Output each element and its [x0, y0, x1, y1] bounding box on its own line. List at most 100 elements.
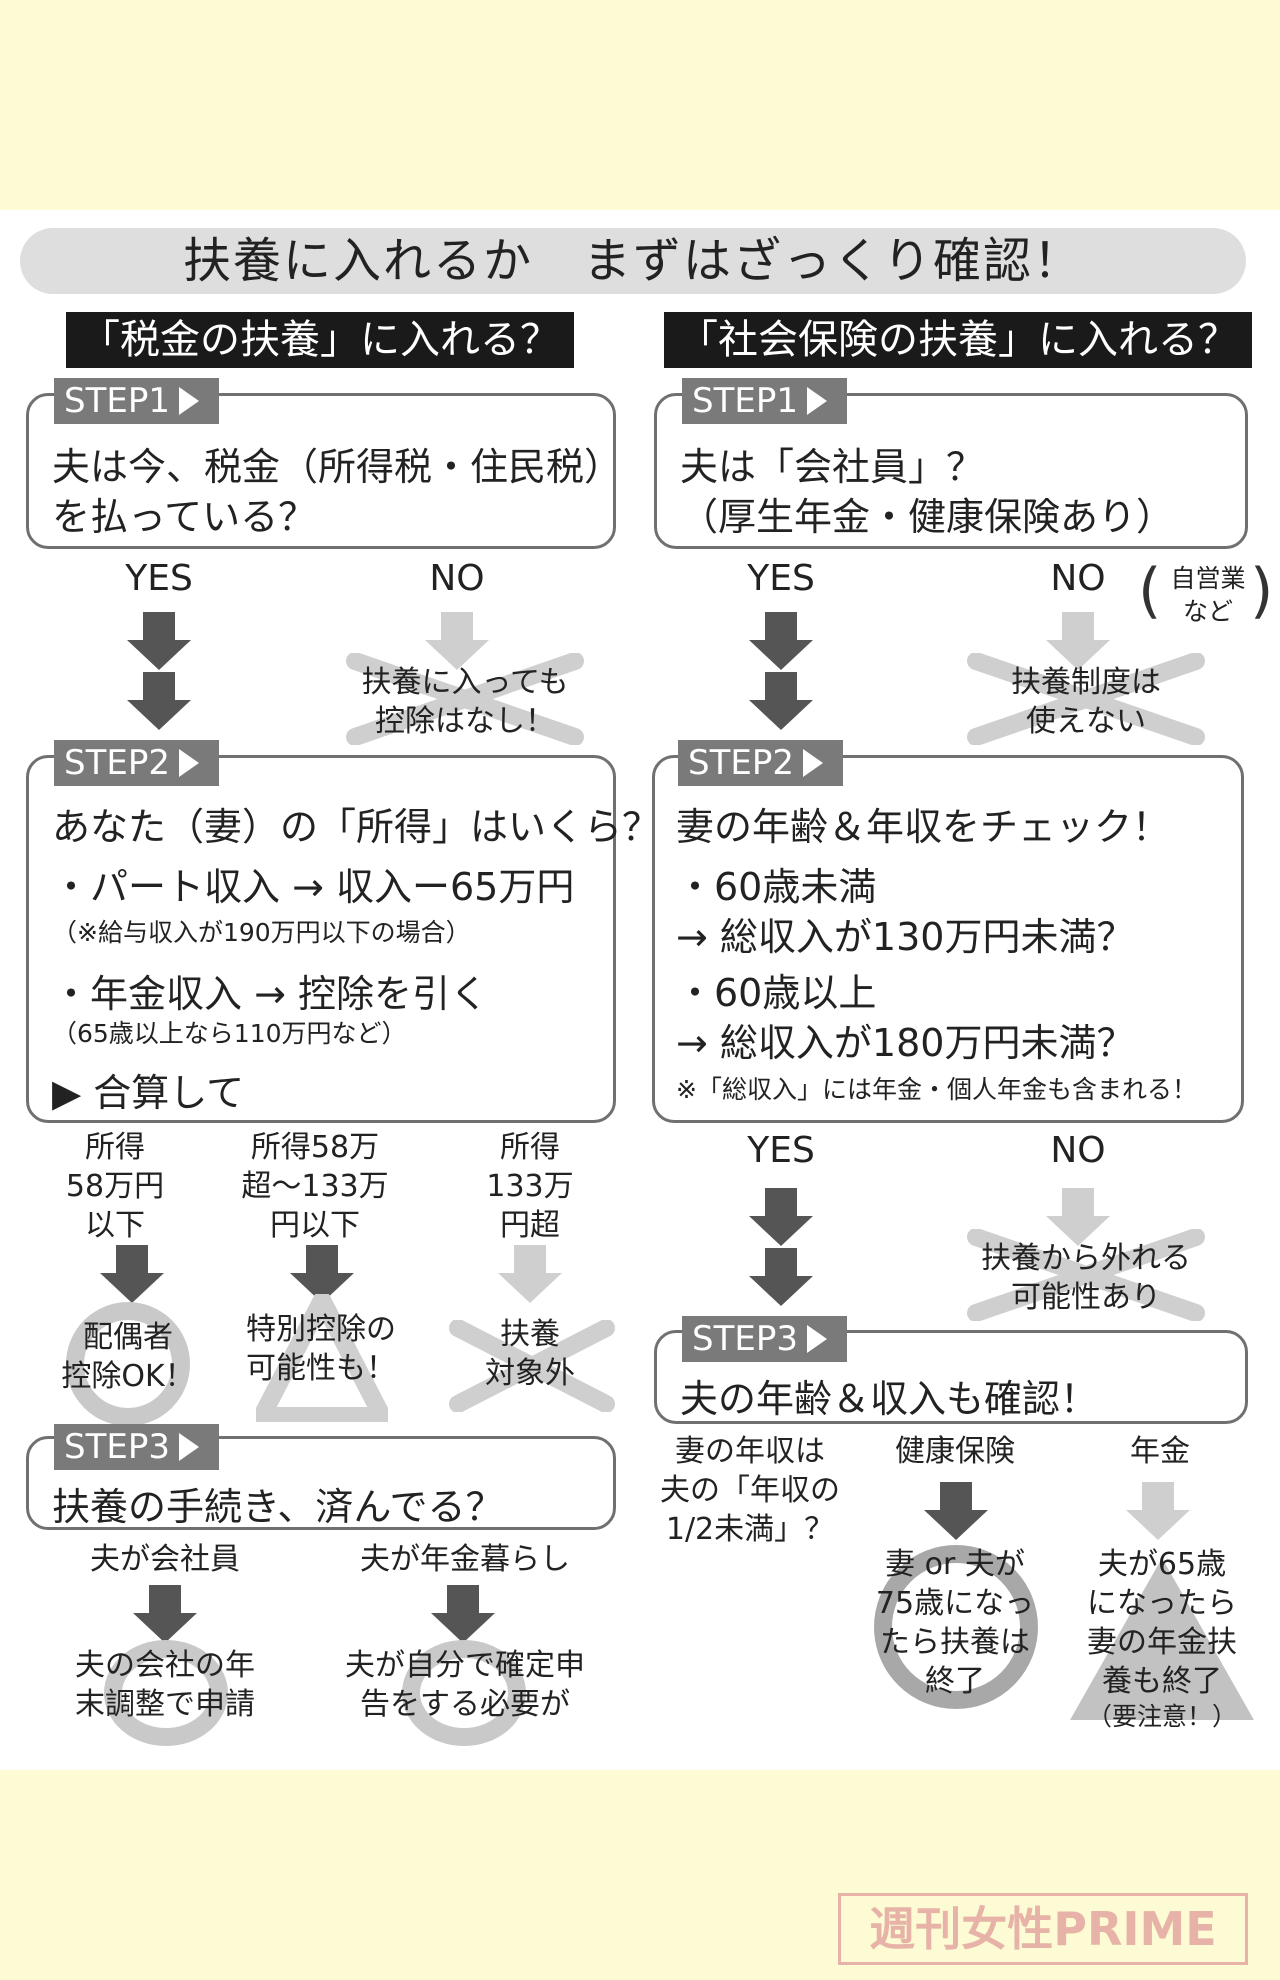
title-pill — [20, 228, 1246, 294]
left-heading: 「税金の扶養」に入れる？ — [66, 312, 574, 368]
outcome-1-label: 夫が会社員 — [90, 1542, 240, 1577]
outcome-2-arrow — [431, 1585, 495, 1645]
right-yes-arrow-1 — [749, 612, 813, 672]
right-col1-line3: 1/2未満」？ — [665, 1512, 835, 1547]
play-icon — [179, 749, 199, 777]
right-no2-arrow — [1046, 1188, 1110, 1248]
left-step3-badge: STEP3 — [54, 1424, 219, 1470]
triangle-icon — [1070, 1558, 1254, 1720]
right-step2-line6: ※「総収入」には年金・個人年金も含まれる！ — [676, 1075, 1197, 1104]
left-step2-line5: （65歳以上なら110万円など） — [52, 1019, 407, 1048]
step-label: STEP3 — [692, 1319, 798, 1359]
right-col3-label: 年金 — [1130, 1434, 1190, 1469]
right-col2-result-line3: たら扶養は — [880, 1625, 1030, 1660]
left-step2-line1: あなた（妻）の「所得」はいくら？ — [52, 805, 661, 849]
cross-icon — [967, 653, 1205, 745]
right-col2-arrow — [924, 1482, 988, 1542]
right-col3-result-line1: 夫が65歳 — [1097, 1547, 1227, 1582]
left-yes-arrow-1 — [127, 612, 191, 672]
left-step3-box — [26, 1436, 616, 1530]
right-col3-result-line5: （要注意！） — [1086, 1702, 1237, 1731]
step-label: STEP2 — [688, 743, 794, 783]
step-label: STEP2 — [64, 743, 170, 783]
right-step2-line1: 妻の年齢＆年収をチェック！ — [676, 805, 1171, 849]
left-yes-arrow-2 — [127, 672, 191, 732]
paren-close: ) — [1250, 556, 1274, 626]
page-title: 扶養に入れるか まずはざっくり確認！ — [182, 233, 1083, 289]
right-col3-result-line4: 養も終了 — [1102, 1664, 1222, 1699]
left-no-result-line2: 控除はなし！ — [375, 704, 555, 739]
outcome-1-arrow — [133, 1585, 197, 1645]
outcome-2-result-line2: 告をする必要が — [360, 1687, 570, 1722]
right-col1-line2: 夫の「年収の — [660, 1473, 840, 1508]
right-step2-line2: ・60歳未満 — [676, 865, 877, 909]
right-no-result: 扶養制度は使えない — [966, 663, 1206, 741]
right-heading: 「社会保険の扶養」に入れる？ — [664, 312, 1252, 368]
left-step1-badge: STEP1 — [54, 378, 219, 424]
right-no2-label: NO — [1050, 1130, 1106, 1171]
step-label: STEP1 — [692, 381, 798, 421]
right-col1-text: 妻の年収は夫の「年収の 1/2未満」？ — [660, 1432, 840, 1549]
cross-icon — [449, 1320, 615, 1412]
left-no-arrow — [425, 612, 489, 672]
right-no-arrow — [1046, 612, 1110, 672]
right-no2-result-line2: 可能性あり — [1011, 1280, 1161, 1315]
branch-2-label-line1: 所得58万 — [250, 1130, 380, 1165]
left-step2-line6: ▶ 合算して — [52, 1071, 245, 1115]
step-label: STEP3 — [64, 1427, 170, 1467]
left-step2-box — [26, 755, 616, 1123]
play-icon — [807, 1325, 827, 1353]
right-step3-line1: 夫の年齢＆収入も確認！ — [680, 1377, 1099, 1421]
right-step3-badge: STEP3 — [682, 1316, 847, 1362]
step-label: STEP1 — [64, 381, 170, 421]
right-col3-arrow — [1126, 1482, 1190, 1542]
outcome-2-label: 夫が年金暮らし — [360, 1542, 570, 1577]
left-step2-line4: ・年金収入 → 控除を引く — [52, 972, 488, 1016]
left-step1-line1: 夫は今、税金（所得税・住民税） — [52, 445, 623, 489]
branch-1-label-line1: 所得 — [85, 1130, 145, 1165]
left-step3-line1: 扶養の手続き、済んでる？ — [52, 1485, 504, 1529]
branch-3-arrow — [498, 1245, 562, 1305]
outcome-1-result-line2: 末調整で申請 — [75, 1687, 255, 1722]
right-col2-label: 健康保険 — [895, 1434, 1015, 1469]
cross-icon — [967, 1229, 1205, 1321]
triangle-icon — [256, 1294, 388, 1422]
left-step1-line2: を払っている？ — [52, 495, 317, 539]
right-step2-line5: → 総収入が180万円未満？ — [676, 1021, 1135, 1065]
play-icon — [807, 387, 827, 415]
branch-3-label-line2: 133万 — [486, 1169, 574, 1204]
outcome-2-result: 夫が自分で確定申告をする必要が — [335, 1646, 595, 1724]
branch-3-result-line2: 対象外 — [485, 1356, 575, 1391]
right-no-note-line1: 自営業 — [1170, 564, 1246, 593]
branch-1-arrow — [100, 1245, 164, 1305]
branch-3-result: 扶養対象外 — [460, 1315, 600, 1393]
left-step2-line3: （※給与収入が190万円以下の場合） — [52, 918, 471, 947]
right-step1-line2: （厚生年金・健康保険あり） — [680, 495, 1175, 539]
left-step2-badge: STEP2 — [54, 740, 219, 786]
outcome-1-result-line1: 夫の会社の年 — [75, 1648, 255, 1683]
right-no-label: NO — [1050, 558, 1106, 599]
outcome-1-result: 夫の会社の年末調整で申請 — [50, 1646, 280, 1724]
bottom-margin — [0, 1770, 1280, 1980]
top-margin — [0, 0, 1280, 210]
right-no2-result: 扶養から外れる可能性あり — [956, 1239, 1216, 1317]
play-icon — [179, 1433, 199, 1461]
branch-3-result-line1: 扶養 — [500, 1317, 560, 1352]
left-yes-label: YES — [125, 558, 193, 599]
branch-1-result-line1: 配偶者 — [83, 1320, 173, 1355]
right-yes-label: YES — [747, 558, 815, 599]
play-icon — [179, 387, 199, 415]
left-no-label: NO — [429, 558, 485, 599]
right-step2-box — [652, 755, 1244, 1123]
branch-1-result-line2: 控除OK！ — [61, 1359, 195, 1394]
right-col3-result-line3: 妻の年金扶 — [1087, 1625, 1237, 1660]
right-yes2-arrow-2 — [749, 1248, 813, 1308]
branch-3-label-line3: 円超 — [500, 1208, 560, 1243]
right-no-note: 自営業など — [1144, 563, 1272, 628]
right-no-note-line2: など — [1182, 596, 1233, 626]
right-col1-line1: 妻の年収は — [675, 1434, 825, 1469]
right-no2-result-line1: 扶養から外れる — [981, 1241, 1191, 1276]
